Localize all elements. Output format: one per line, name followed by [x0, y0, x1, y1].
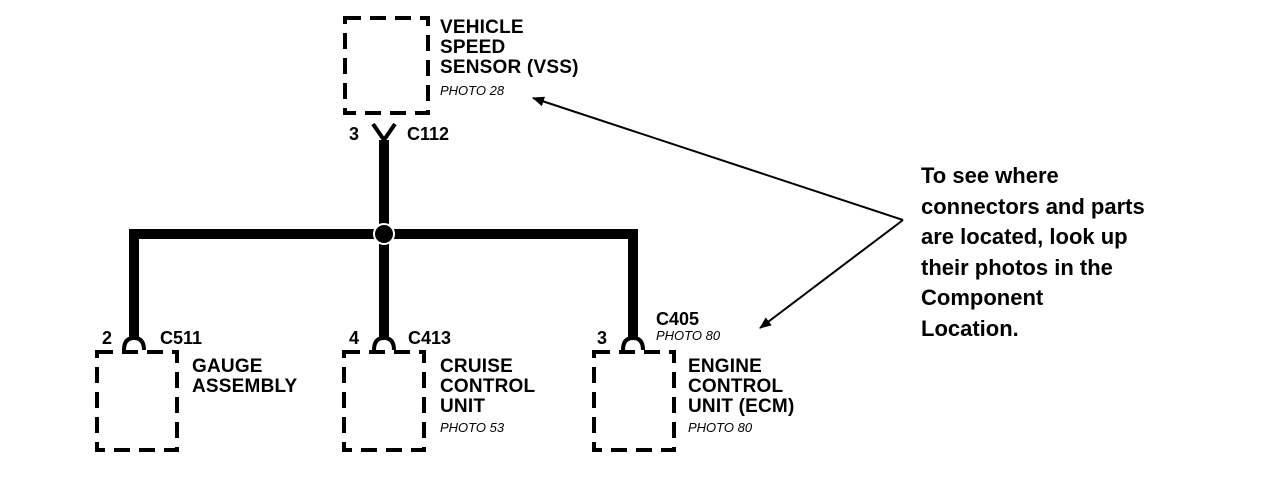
- connector-c112-symbol: [371, 122, 397, 144]
- wire-to-gauge: [129, 229, 384, 338]
- ecm-photo-ref: PHOTO 80: [688, 420, 753, 435]
- vss-connector-id: C112: [407, 124, 450, 144]
- gauge-pin-number: 2: [102, 328, 113, 348]
- ecm-label: ENGINE CONTROL UNIT (ECM): [688, 356, 795, 417]
- connector-c511-symbol: [122, 335, 146, 351]
- cruise-pin-number: 4: [349, 328, 360, 348]
- ecm-connector-id: C405: [656, 309, 700, 329]
- callout-note: To see where connectors and parts are lo…: [921, 163, 1145, 341]
- connector-c405-symbol: [621, 335, 645, 351]
- cruise-photo-ref: PHOTO 53: [440, 420, 505, 435]
- connector-c413-symbol: [372, 335, 396, 351]
- gauge-connector-id: C511: [160, 328, 203, 348]
- callout-arrow-c405-photo: [759, 219, 904, 329]
- ecm-box: [592, 350, 676, 452]
- vss-box: [343, 16, 430, 115]
- ecm-pin-number: 3: [597, 328, 608, 348]
- gauge-label: GAUGE ASSEMBLY: [192, 356, 298, 397]
- splice-point: [373, 223, 395, 245]
- wire-to-ecm: [384, 229, 638, 338]
- ecm-connector-photo-ref: PHOTO 80: [656, 328, 721, 343]
- cruise-control-box: [342, 350, 426, 452]
- callout-arrow-vss-photo: [532, 96, 904, 221]
- cruise-connector-id: C413: [408, 328, 452, 348]
- gauge-assembly-box: [95, 350, 179, 452]
- vss-label: VEHICLE SPEED SENSOR (VSS): [440, 17, 579, 78]
- vss-photo-ref: PHOTO 28: [440, 83, 505, 98]
- cruise-label: CRUISE CONTROL UNIT: [440, 356, 536, 417]
- vss-pin-number: 3: [349, 124, 360, 144]
